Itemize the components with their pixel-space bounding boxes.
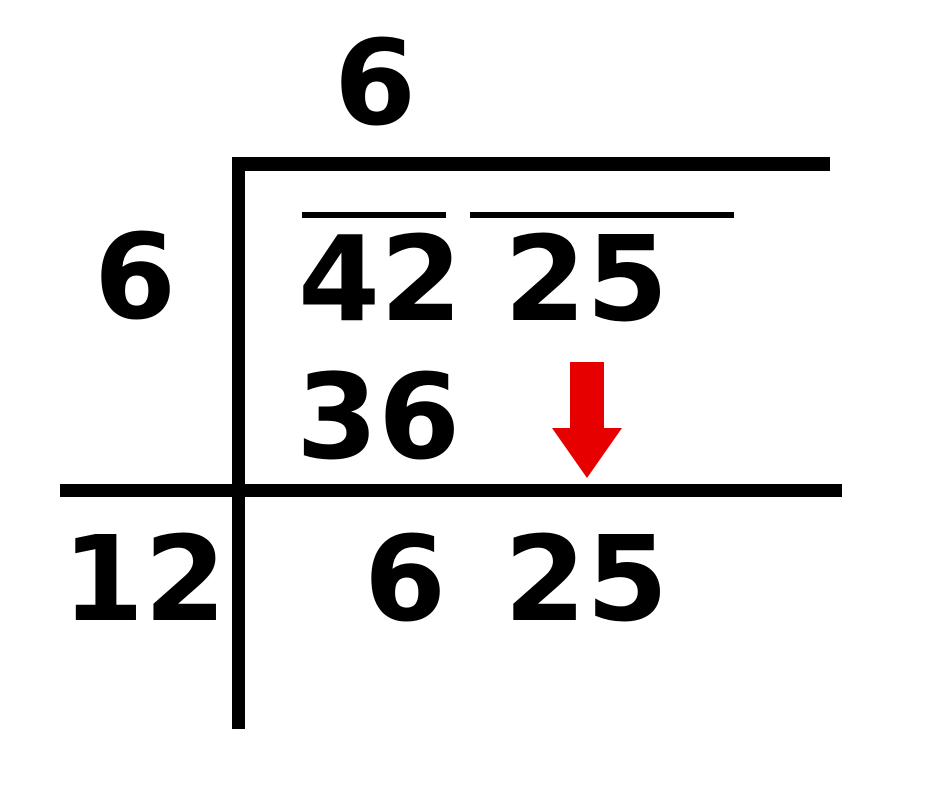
next-divisor: 12 [62, 510, 227, 648]
brought-down-group: 25 [504, 510, 669, 648]
dividend-group-1: 42 [298, 210, 463, 348]
subtraction-horizontal-line [60, 484, 842, 497]
dividend-group-2: 25 [504, 210, 669, 348]
remainder-digit: 6 [364, 510, 447, 648]
bring-down-arrow-icon [552, 362, 622, 478]
arrow-shaft [570, 362, 604, 430]
arrow-head [552, 428, 622, 478]
group-bar-2 [470, 212, 734, 218]
subtrahend: 36 [296, 348, 461, 486]
top-horizontal-line [232, 157, 830, 171]
group-bar-1 [302, 212, 446, 218]
vertical-divider-line [232, 157, 245, 729]
quotient-digit: 6 [334, 14, 417, 152]
divisor-digit: 6 [94, 208, 177, 346]
